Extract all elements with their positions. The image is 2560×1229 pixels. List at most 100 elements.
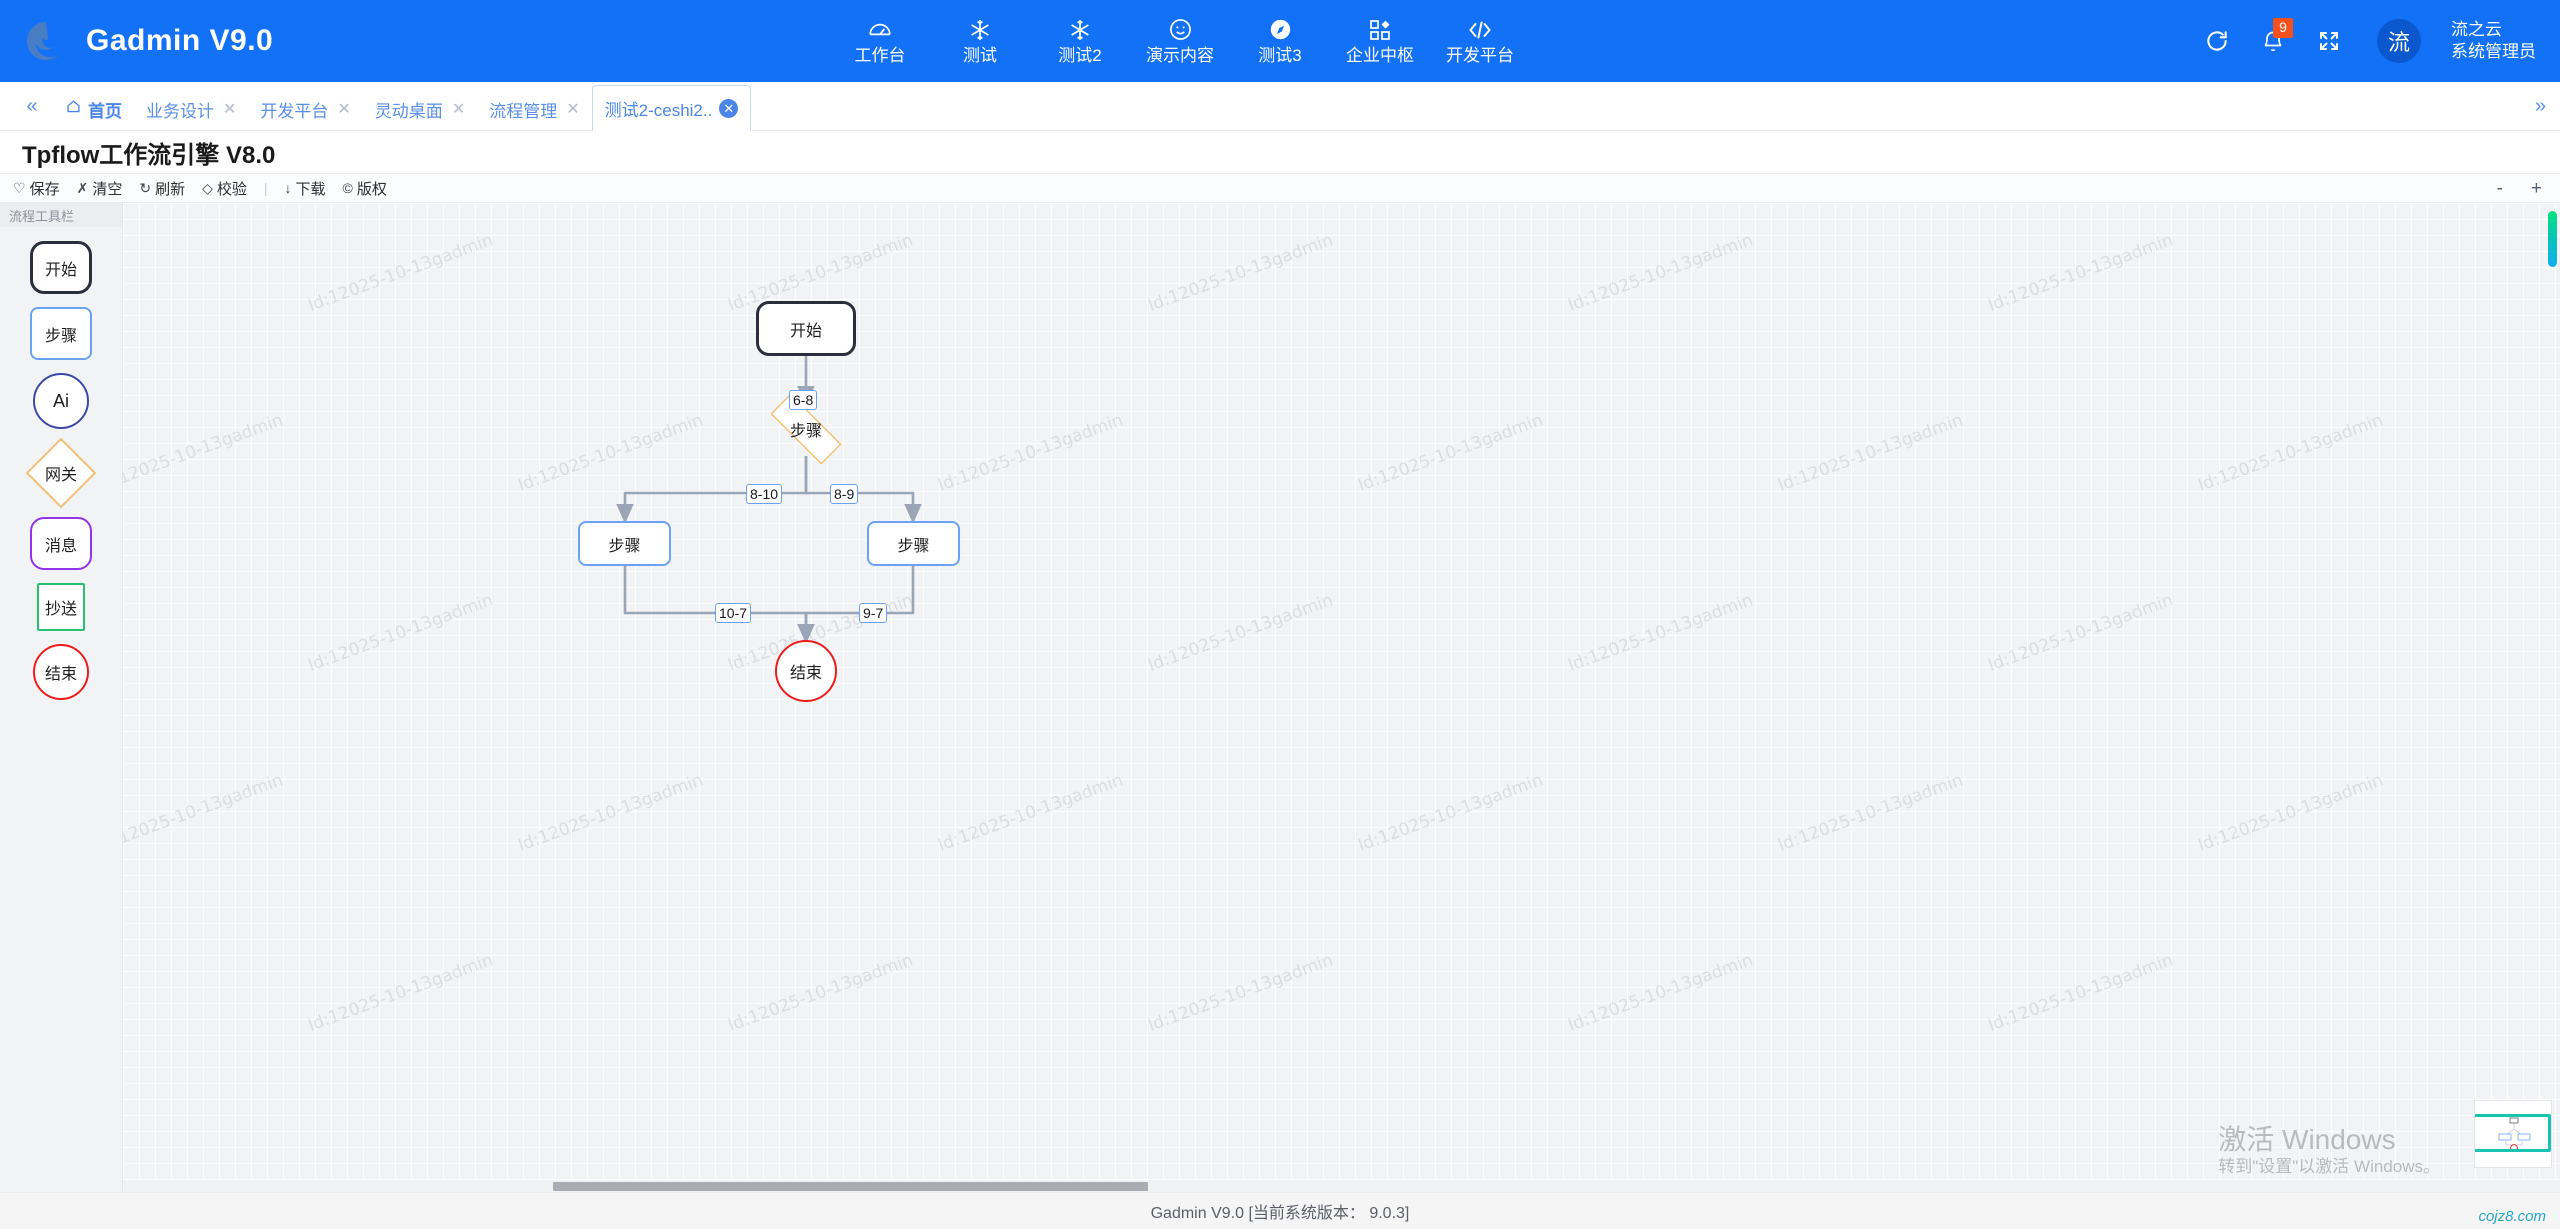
save-label: 保存 — [29, 180, 60, 198]
flow-node-label: 步骤 — [608, 537, 641, 555]
refresh-button[interactable]: ↻ 刷新 — [139, 178, 185, 199]
clear-icon: ✗ — [76, 179, 89, 196]
scrollbar-thumb[interactable] — [2548, 211, 2557, 267]
clear-label: 清空 — [92, 180, 123, 198]
canvas-horizontal-scrollbar[interactable] — [123, 1180, 2560, 1192]
download-icon: ↓ — [284, 180, 292, 196]
tab-ceshi2[interactable]: 测试2-ceshi2.. ✕ — [591, 85, 752, 131]
tab-label: 业务设计 — [146, 101, 214, 121]
check-diamond-icon: ◇ — [202, 179, 213, 196]
download-button[interactable]: ↓ 下载 — [285, 178, 326, 199]
nav-label: 企业中枢 — [1346, 45, 1414, 65]
nav-label: 测试 — [963, 45, 997, 65]
palette-node-cc[interactable]: 抄送 — [37, 583, 85, 631]
edge-label-gate-step2[interactable]: 8-9 — [830, 484, 859, 504]
edge-label-step1-end[interactable]: 10-7 — [715, 603, 752, 623]
palette-node-start[interactable]: 开始 — [30, 241, 92, 294]
compass-icon — [1268, 17, 1293, 43]
brand[interactable]: Gadmin V9.0 — [0, 19, 420, 63]
palette-node-end[interactable]: 结束 — [33, 644, 89, 700]
nav-item-test[interactable]: 测试 — [930, 17, 1030, 66]
close-icon[interactable]: ✕ — [223, 101, 237, 118]
download-label: 下载 — [295, 180, 326, 198]
bell-icon[interactable]: 9 — [2259, 18, 2293, 55]
flow-palette-sidebar: 流程工具栏 开始 步骤 Ai 网关 消息 抄送 — [0, 203, 123, 1192]
app-footer: Gadmin V9.0 [当前系统版本： 9.0.3] cojz8.com — [0, 1192, 2560, 1229]
palette-node-step[interactable]: 步骤 — [30, 307, 92, 360]
dashboard-icon — [867, 17, 893, 43]
flow-node-label: 步骤 — [897, 537, 930, 555]
edge-label-start-gate[interactable]: 6-8 — [789, 390, 818, 410]
close-icon[interactable]: ✕ — [719, 98, 739, 118]
copyright-button[interactable]: © 版权 — [343, 178, 387, 199]
scrollbar-thumb[interactable] — [553, 1182, 1148, 1191]
flow-node-gateway[interactable]: 步骤 — [756, 393, 856, 465]
close-icon[interactable]: ✕ — [451, 101, 466, 118]
palette-node-message[interactable]: 消息 — [30, 517, 92, 570]
avatar[interactable]: 流 — [2377, 19, 2421, 63]
footer-text: Gadmin V9.0 [当前系统版本： 9.0.3] — [1150, 1205, 1410, 1222]
flow-node-end[interactable]: 结束 — [775, 640, 837, 702]
nav-label: 演示内容 — [1146, 45, 1214, 65]
canvas-vertical-scrollbar[interactable] — [2548, 203, 2558, 1192]
snowflake-icon — [1068, 17, 1092, 43]
tab-business-design[interactable]: 业务设计 ✕ — [134, 89, 248, 129]
double-chevron-left-icon[interactable]: « — [26, 94, 38, 117]
flow-node-label: 开始 — [789, 322, 822, 340]
notification-badge: 9 — [2273, 18, 2293, 38]
tab-home[interactable]: 首页 — [54, 89, 134, 129]
brand-title: Gadmin V9.0 — [86, 24, 274, 57]
nav-label: 测试2 — [1058, 45, 1102, 65]
fullscreen-icon[interactable] — [2315, 27, 2343, 55]
flow-node-label: 结束 — [789, 665, 822, 682]
edge-label-gate-step1[interactable]: 8-10 — [746, 484, 783, 504]
header-actions: 9 流 流之云 系统管理员 — [2203, 0, 2536, 82]
validate-label: 校验 — [216, 180, 247, 198]
toolbar-separator: | — [263, 180, 268, 196]
close-icon[interactable]: ✕ — [337, 101, 351, 118]
zoom-in-button[interactable]: + — [2530, 177, 2542, 199]
refresh-icon[interactable] — [2203, 27, 2231, 55]
nav-label: 开发平台 — [1446, 45, 1514, 65]
minimap-viewport[interactable] — [2475, 1114, 2551, 1152]
canvas-minimap[interactable] — [2474, 1100, 2552, 1168]
nav-item-test3[interactable]: 测试3 — [1230, 17, 1330, 66]
tab-dynamic-desktop[interactable]: 灵动桌面 ✕ — [363, 89, 477, 129]
flow-node-start[interactable]: 开始 — [756, 301, 856, 356]
user-role: 系统管理员 — [2451, 42, 2536, 61]
edge-gate-step2 — [804, 456, 922, 524]
palette-node-label: 网关 — [44, 467, 77, 484]
edge-label-step2-end[interactable]: 9-7 — [859, 603, 888, 623]
zoom-out-button[interactable]: - — [2496, 177, 2503, 199]
tab-bar: « 首页 业务设计 ✕ 开发平台 ✕ 灵动桌面 ✕ 流程管理 ✕ 测试2-ces… — [0, 82, 2560, 131]
palette-node-ai[interactable]: Ai — [33, 373, 89, 429]
nav-item-enterprise-hub[interactable]: 企业中枢 — [1330, 17, 1430, 66]
tab-label: 测试2-ceshi2.. — [604, 100, 713, 120]
palette-node-gateway[interactable]: 网关 — [25, 437, 97, 509]
nav-item-demo[interactable]: 演示内容 — [1130, 17, 1230, 66]
tab-process-management[interactable]: 流程管理 ✕ — [477, 89, 591, 129]
flow-toolbar: ♡ 保存 ✗ 清空 ↻ 刷新 ◇ 校验 | ↓ 下载 © 版权 - + — [0, 174, 2560, 203]
heart-icon: ♡ — [13, 179, 26, 196]
double-chevron-right-icon[interactable]: » — [2534, 94, 2546, 117]
flow-node-step-left[interactable]: 步骤 — [578, 521, 671, 566]
nav-item-dev-platform[interactable]: 开发平台 — [1430, 17, 1530, 66]
clear-button[interactable]: ✗ 清空 — [77, 178, 123, 199]
nav-item-workbench[interactable]: 工作台 — [830, 17, 930, 66]
validate-button[interactable]: ◇ 校验 — [202, 178, 247, 199]
palette-nodes: 开始 步骤 Ai 网关 消息 抄送 结束 — [25, 227, 97, 700]
spiral-logo-icon — [24, 19, 68, 63]
tab-dev-platform[interactable]: 开发平台 ✕ — [248, 89, 362, 129]
flow-node-step-right[interactable]: 步骤 — [867, 521, 960, 566]
apps-grid-icon — [1368, 17, 1392, 43]
user-info[interactable]: 流之云 系统管理员 — [2451, 19, 2536, 63]
nav-item-test2[interactable]: 测试2 — [1030, 17, 1130, 66]
page-title: Tpflow工作流引擎 V8.0 — [0, 131, 2560, 174]
save-button[interactable]: ♡ 保存 — [13, 178, 60, 199]
close-icon[interactable]: ✕ — [566, 101, 580, 118]
code-brackets-icon — [1467, 17, 1493, 43]
flow-canvas[interactable]: Id:12025-10-13gadmin Id:12025-10-13gadmi… — [123, 203, 2560, 1192]
copyright-label: 版权 — [356, 180, 387, 198]
palette-title: 流程工具栏 — [0, 203, 122, 227]
